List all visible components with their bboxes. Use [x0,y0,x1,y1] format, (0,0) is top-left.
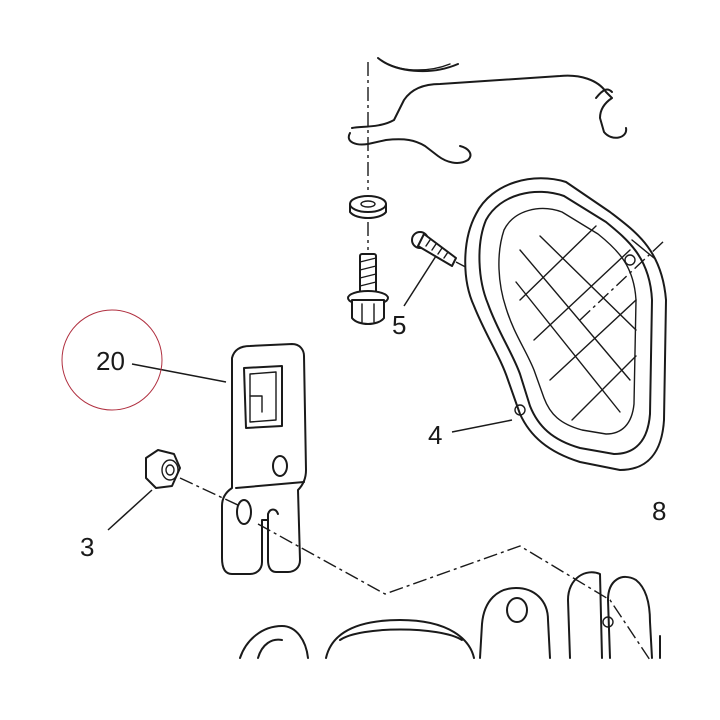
bracket-20 [221,343,307,575]
highlight-circle-20 [61,309,163,411]
wire-clip [347,74,628,164]
callout-5: 5 [392,310,406,340]
callout-8-partial: 8 [652,496,666,526]
assembly-path-line [257,523,651,661]
gasket-4 [464,177,667,471]
top-ring-part [377,57,459,73]
nut-3 [145,449,241,507]
bottom-housing [239,571,661,659]
screw-5 [411,231,491,281]
callout-20: 20 [96,346,125,376]
leader-3 [107,489,153,531]
leader-5 [403,255,437,307]
callout-3: 3 [80,532,94,562]
flange-bolt [347,253,389,325]
washer [349,195,387,219]
callout-4: 4 [428,420,442,450]
leader-20 [131,363,227,383]
leader-4 [451,419,513,433]
